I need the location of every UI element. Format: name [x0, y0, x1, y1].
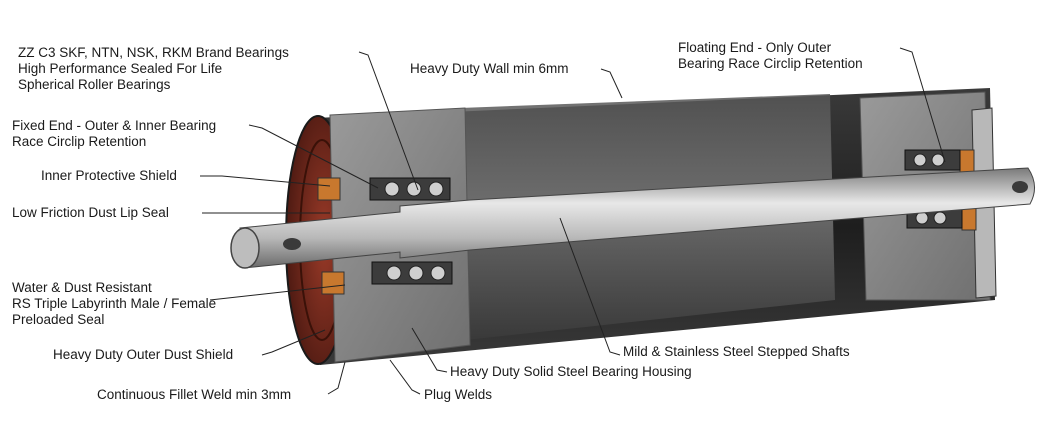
- fillet-weld-label: Continuous Fillet Weld min 3mm: [97, 387, 292, 402]
- left-bearing-bottom: [371, 261, 453, 285]
- outer-shield-label: Heavy Duty Outer Dust Shield: [53, 347, 234, 362]
- stepped-shaft: [239, 167, 1035, 269]
- labyrinth-seal-label: Water & Dust Resistant RS Triple Labyrin…: [12, 280, 217, 327]
- right-bearing-top: [904, 149, 961, 171]
- shafts-label: Mild & Stainless Steel Stepped Shafts: [623, 344, 850, 359]
- floating-end-label: Floating End - Only Outer Bearing Race C…: [678, 40, 863, 71]
- fixed-end-label: Fixed End - Outer & Inner Bearing Race C…: [12, 118, 217, 149]
- wall-label: Heavy Duty Wall min 6mm: [410, 61, 569, 76]
- inner-shield-label: Inner Protective Shield: [41, 168, 177, 183]
- left-labyrinth-seal-bottom: [321, 271, 345, 295]
- left-labyrinth-seal-top: [317, 177, 341, 201]
- bearings-label: ZZ C3 SKF, NTN, NSK, RKM Brand Bearings …: [18, 45, 289, 92]
- leader-lines: [200, 47, 946, 395]
- lip-seal-label: Low Friction Dust Lip Seal: [12, 205, 169, 220]
- shaft-left-end: [230, 227, 260, 269]
- right-seal-top: [959, 149, 975, 175]
- plug-welds-label: Plug Welds: [424, 387, 493, 402]
- housing-label: Heavy Duty Solid Steel Bearing Housing: [450, 364, 692, 379]
- left-bearing-top: [369, 177, 451, 201]
